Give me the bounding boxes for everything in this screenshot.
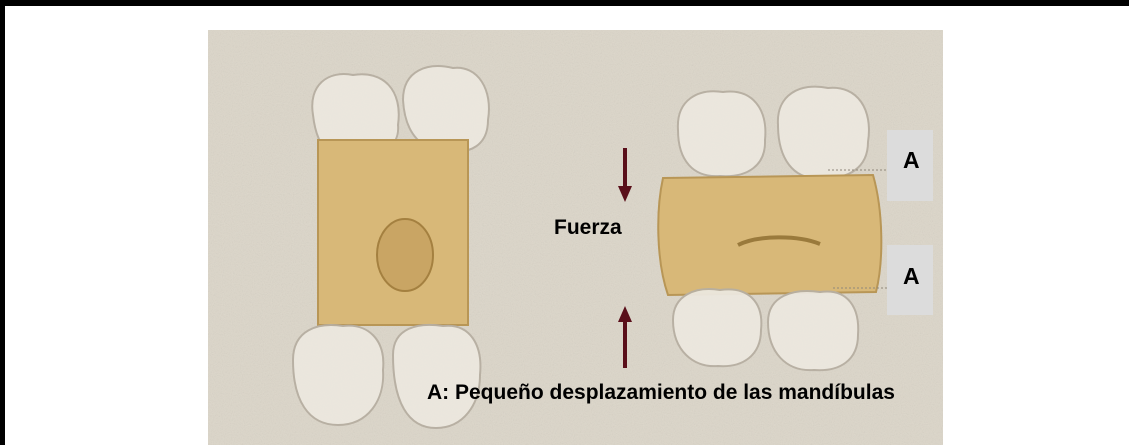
- marker-label-top: A: [903, 147, 920, 174]
- figure-caption: A: Pequeño desplazamiento de las mandíbu…: [427, 378, 947, 408]
- force-label: Fuerza: [554, 216, 622, 240]
- frame-top-border: [0, 0, 1129, 6]
- marker-tag-bottom: A: [887, 245, 933, 315]
- marker-tag-top: A: [887, 130, 933, 201]
- frame-left-border: [0, 0, 5, 445]
- right-wax-block: [658, 175, 881, 295]
- marker-label-bottom: A: [903, 263, 920, 290]
